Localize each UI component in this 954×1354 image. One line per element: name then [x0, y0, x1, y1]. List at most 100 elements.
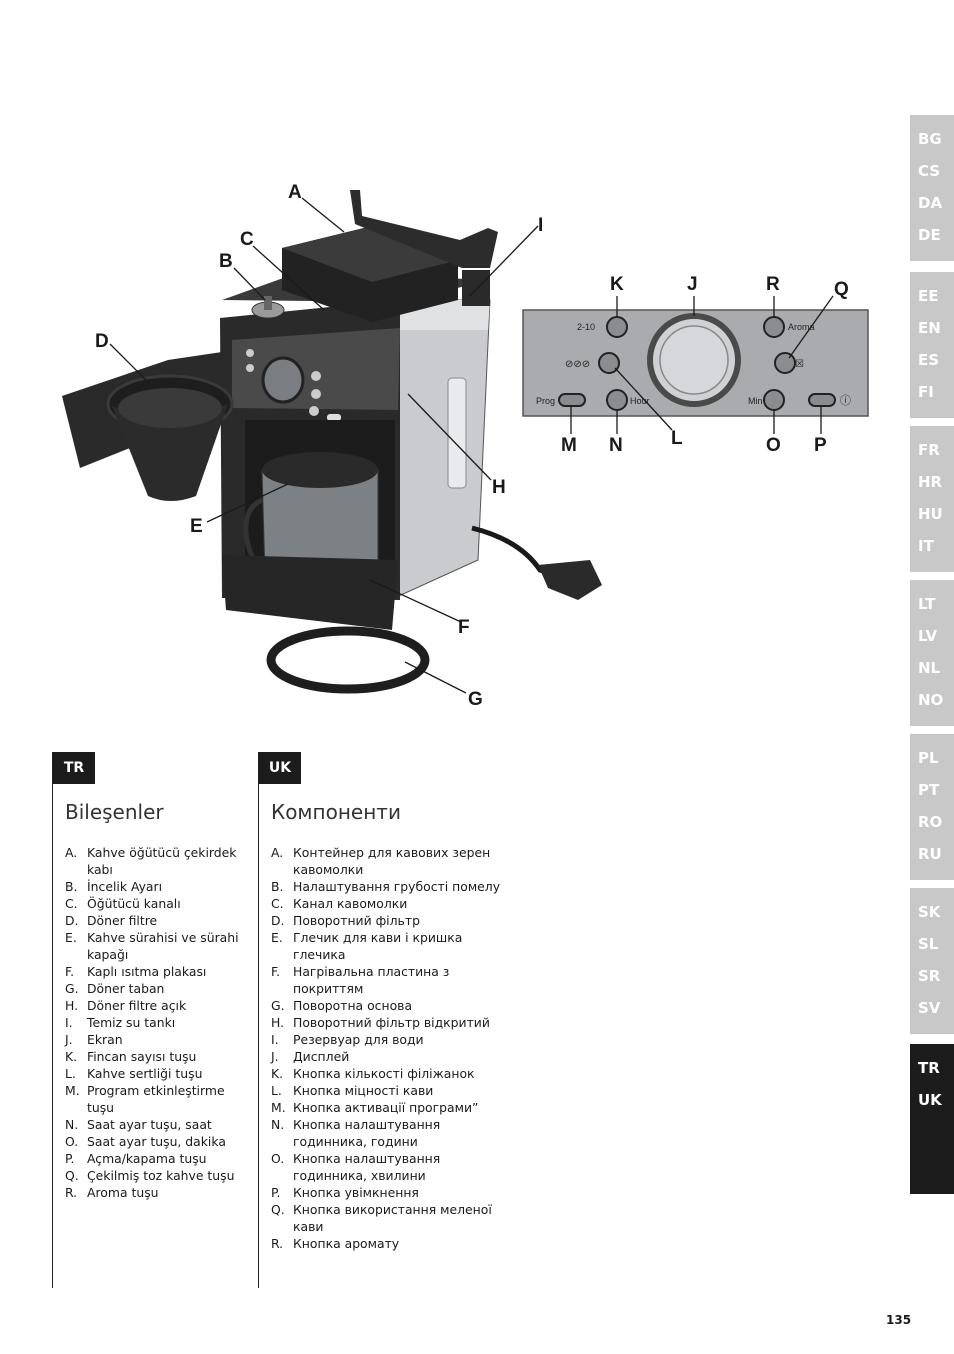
list-item: A. Kahve öğütücü çekirdek kabı [65, 844, 245, 878]
list-item: D.Döner filtre [65, 912, 245, 929]
lang-tab-it[interactable]: IT [918, 537, 934, 555]
lang-tab-group: LT LV NL NO [910, 580, 954, 726]
lang-tab-nl[interactable]: NL [918, 659, 941, 677]
cups-button [606, 316, 628, 338]
list-item: F.Нагрівальна пластина з покриттям [271, 963, 507, 997]
callout-n: N [609, 435, 623, 456]
item-text: Канал кавомолки [293, 896, 408, 911]
lang-tab-ee[interactable]: EE [918, 287, 939, 305]
lang-tab-fi[interactable]: FI [918, 383, 934, 401]
item-text: Döner filtre [87, 913, 158, 928]
list-item: K. Кнопка кількості філіжанок [271, 1065, 507, 1082]
list-item: N.Saat ayar tuşu, saat [65, 1116, 245, 1133]
item-letter: D. [271, 913, 285, 928]
item-letter: G. [65, 981, 79, 996]
list-item: R.Кнопка аромату [271, 1235, 507, 1252]
prog-button [558, 393, 586, 407]
item-text: Дисплей [293, 1049, 350, 1064]
item-text: Контейнер для кавових зерен кавомолки [293, 845, 491, 877]
list-item: O. Saat ayar tuşu, dakika [65, 1133, 245, 1150]
item-text: Açma/kapama tuşu [87, 1151, 207, 1166]
list-item: E.Глечик для кави і кришка глечика [271, 929, 507, 963]
coffee-maker-figure: A C B D E I H F G ⊘⊘⊘ ⓘ ☒ 2-10 Prog Hour… [62, 182, 869, 710]
lang-tab-ro[interactable]: RO [918, 813, 943, 831]
power-cord [471, 525, 561, 578]
item-text: Кнопка увімкнення [293, 1185, 419, 1200]
item-letter: K. [65, 1049, 78, 1064]
item-letter: R. [65, 1185, 78, 1200]
callout-q: Q [834, 279, 849, 300]
item-text: Нагрівальна пластина з покриттям [293, 964, 450, 996]
lang-tab-hu[interactable]: HU [918, 505, 943, 523]
list-item: O.Кнопка налаштування годинника, хвилини [271, 1150, 507, 1184]
list-item: F.Kaplı ısıtma plakası [65, 963, 245, 980]
callout-a: A [288, 182, 302, 203]
swing-filter [62, 352, 234, 501]
item-letter: O. [65, 1134, 79, 1149]
list-item: G.Поворотна основа [271, 997, 507, 1014]
prog-label: Prog [536, 396, 555, 406]
lang-tab-bg[interactable]: BG [918, 130, 942, 148]
lang-tab-da[interactable]: DA [918, 194, 943, 212]
lang-tab-pl[interactable]: PL [918, 749, 939, 767]
lang-tab-de[interactable]: DE [918, 226, 941, 244]
lang-tab-sl[interactable]: SL [918, 935, 939, 953]
item-letter: M. [65, 1083, 80, 1098]
lang-tab-pt[interactable]: PT [918, 781, 940, 799]
item-text: Налаштування грубості помелу [293, 879, 501, 894]
item-letter: J. [65, 1032, 73, 1047]
item-letter: J. [271, 1049, 279, 1064]
svg-text:⊘⊘⊘: ⊘⊘⊘ [565, 359, 590, 370]
lang-tab-hr[interactable]: HR [918, 473, 943, 491]
item-letter: G. [271, 998, 285, 1013]
item-letter: C. [271, 896, 284, 911]
item-letter: M. [271, 1100, 286, 1115]
item-text: Кнопка кількості філіжанок [293, 1066, 475, 1081]
list-item: J.Ekran [65, 1031, 245, 1048]
item-text: Kahve öğütücü çekirdek kabı [87, 845, 237, 877]
lang-tab-lt[interactable]: LT [918, 595, 936, 613]
list-item: H.Döner filtre açık [65, 997, 245, 1014]
item-text: Program etkinleştirme tuşu [87, 1083, 225, 1115]
lang-tab-lv[interactable]: LV [918, 627, 938, 645]
list-item: M. Program etkinleştirme tuşu [65, 1082, 245, 1116]
item-text: Saat ayar tuşu, dakika [87, 1134, 226, 1149]
callout-o: O [766, 435, 781, 456]
lang-tab-tr[interactable]: TR [918, 1059, 940, 1077]
item-text: Поворотний фільтр відкритий [293, 1015, 490, 1030]
lang-tab-en[interactable]: EN [918, 319, 941, 337]
lang-tab-cs[interactable]: CS [918, 162, 941, 180]
aroma-button [763, 316, 785, 338]
aroma-label: Aroma [788, 322, 815, 332]
item-letter: K. [271, 1066, 284, 1081]
page-number: 135 [886, 1313, 912, 1327]
rotating-base [266, 626, 430, 694]
lang-tab-es[interactable]: ES [918, 351, 940, 369]
item-letter: A. [65, 845, 78, 860]
callout-d: D [95, 331, 109, 352]
lang-tab-fr[interactable]: FR [918, 441, 940, 459]
item-letter: I. [65, 1015, 73, 1030]
list-item: N. Кнопка налаштування годинника, години [271, 1116, 507, 1150]
item-text: Кнопка налаштування годинника, години [293, 1117, 441, 1149]
lang-tab-sr[interactable]: SR [918, 967, 941, 985]
item-text: Döner taban [87, 981, 165, 996]
lang-tab-uk[interactable]: UK [918, 1091, 942, 1109]
callout-p: P [814, 435, 827, 456]
item-letter: E. [65, 930, 77, 945]
list-item: R.Aroma tuşu [65, 1184, 245, 1201]
lang-tab-sv[interactable]: SV [918, 999, 941, 1017]
item-letter: A. [271, 845, 284, 860]
item-text: Saat ayar tuşu, saat [87, 1117, 212, 1132]
item-letter: N. [271, 1117, 285, 1132]
callout-e: E [190, 516, 203, 537]
lang-tab-no[interactable]: NO [918, 691, 944, 709]
item-text: Глечик для кави і кришка глечика [293, 930, 463, 962]
callout-l: L [671, 428, 683, 449]
lang-tab-ru[interactable]: RU [918, 845, 942, 863]
list-item: Q.Кнопка використання меленої кави [271, 1201, 507, 1235]
hour-label: Hour [630, 396, 650, 406]
coffee-machine [220, 190, 498, 630]
lang-tab-sk[interactable]: SK [918, 903, 941, 921]
